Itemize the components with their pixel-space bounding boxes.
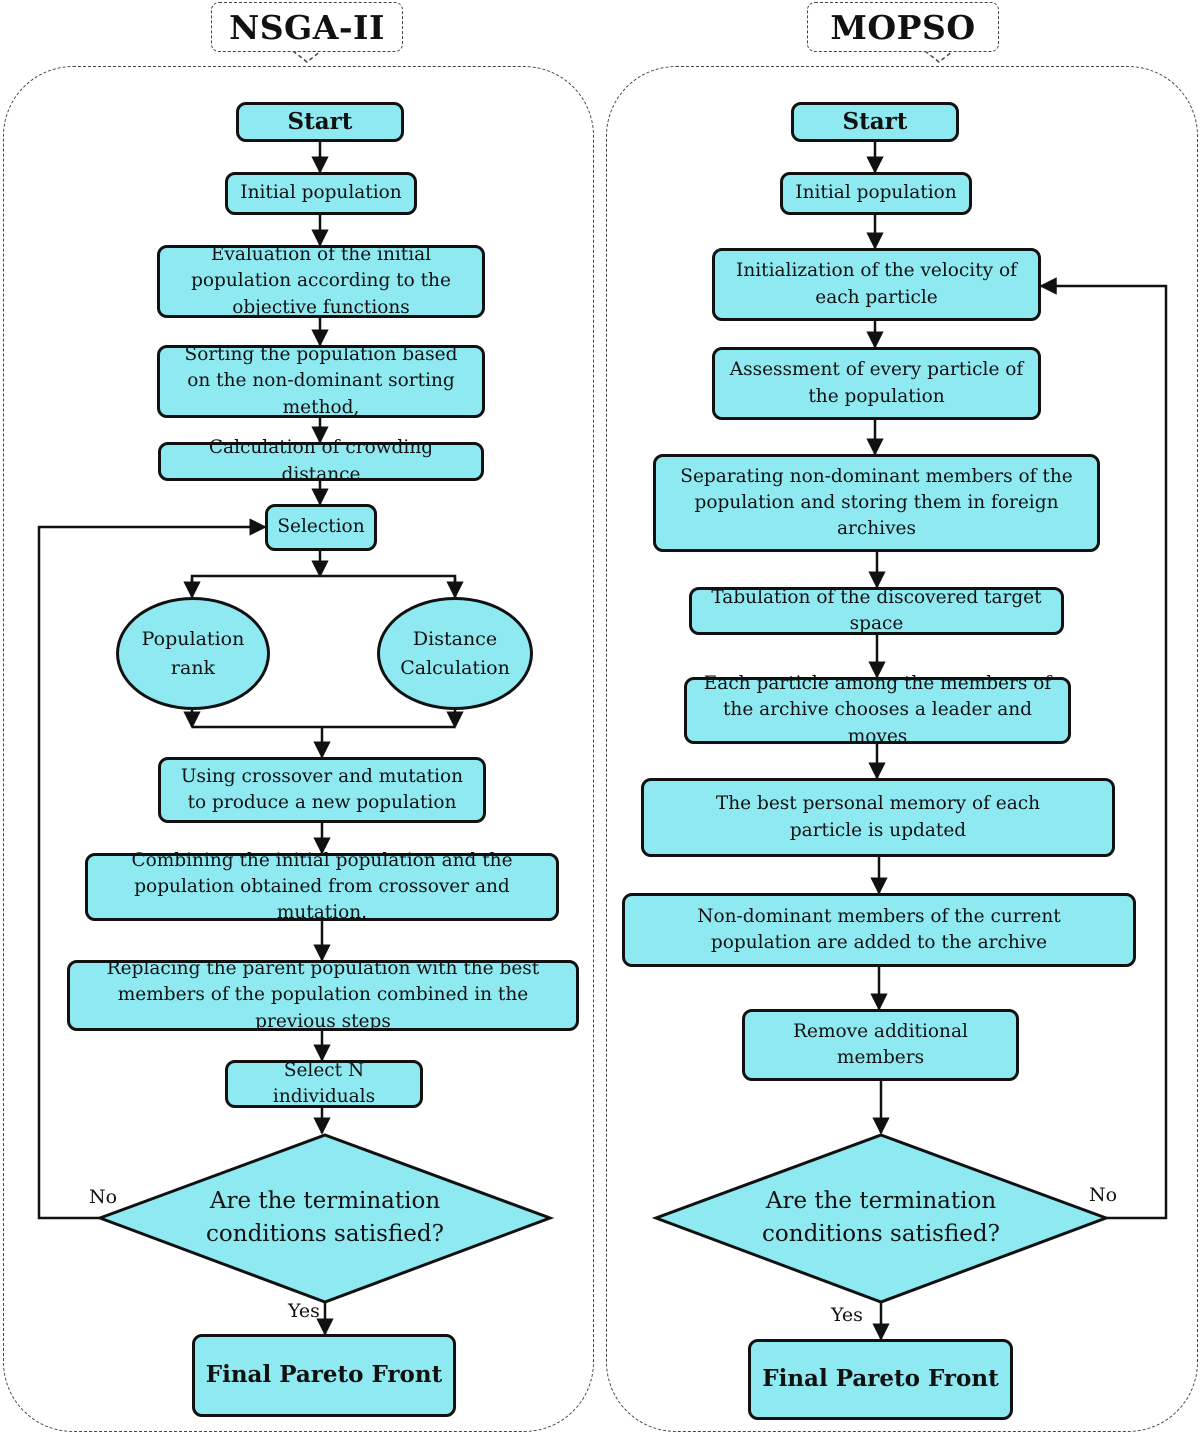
nsga-no-label: No bbox=[89, 1186, 118, 1208]
nsga-selection: Selection bbox=[265, 504, 377, 551]
nsga-initial-population: Initial population bbox=[225, 172, 417, 215]
nsga-combining: Combining the initial population and the… bbox=[85, 850, 559, 923]
mopso-separating: Separating non-dominant members of the p… bbox=[653, 454, 1100, 552]
mopso-remove-members: Remove additional members bbox=[742, 1009, 1019, 1081]
nsga-yes-label: Yes bbox=[288, 1300, 320, 1322]
nsga-title: NSGA-II bbox=[211, 2, 403, 52]
nsga-decision-shape bbox=[95, 1133, 555, 1304]
mopso-tabulation: Tabulation of the discovered target spac… bbox=[689, 587, 1064, 635]
mopso-yes-label: Yes bbox=[831, 1304, 863, 1326]
mopso-velocity-init: Initialization of the velocity of each p… bbox=[712, 248, 1041, 321]
nsga-termination-question: Are the termination conditions satisfied… bbox=[206, 1187, 444, 1247]
mopso-initial-population: Initial population bbox=[780, 172, 972, 215]
nsga-crossover-mutation: Using crossover and mutation to produce … bbox=[158, 757, 486, 823]
nsga-start: Start bbox=[236, 102, 404, 142]
mopso-final-pareto-front: Final Pareto Front bbox=[748, 1339, 1013, 1420]
mopso-decision-shape bbox=[651, 1133, 1111, 1304]
nsga-final-pareto-front: Final Pareto Front bbox=[192, 1334, 456, 1417]
nsga-population-rank: Population rank bbox=[116, 597, 270, 710]
mopso-title: MOPSO bbox=[807, 2, 999, 52]
nsga-crowding-distance: Calculation of crowding distance bbox=[158, 437, 484, 485]
mopso-assessment: Assessment of every particle of the popu… bbox=[712, 347, 1041, 420]
mopso-nondominant: Non-dominant members of the current popu… bbox=[622, 893, 1136, 967]
nsga-distance-calculation: Distance Calculation bbox=[377, 597, 533, 710]
nsga-replacing: Replacing the parent population with the… bbox=[67, 958, 579, 1032]
mopso-no-label: No bbox=[1089, 1184, 1118, 1206]
mopso-termination-question: Are the termination conditions satisfied… bbox=[762, 1187, 1000, 1247]
nsga-evaluation: Evaluation of the initial population acc… bbox=[157, 244, 485, 318]
nsga-panel bbox=[3, 66, 594, 1432]
mopso-start: Start bbox=[791, 102, 959, 142]
mopso-memory: The best personal memory of each particl… bbox=[641, 778, 1115, 857]
mopso-panel bbox=[606, 66, 1198, 1432]
nsga-sorting: Sorting the population based on the non-… bbox=[157, 344, 485, 418]
nsga-select-n: Select N individuals bbox=[225, 1060, 423, 1108]
mopso-leader: Each particle among the members of the a… bbox=[684, 673, 1071, 747]
